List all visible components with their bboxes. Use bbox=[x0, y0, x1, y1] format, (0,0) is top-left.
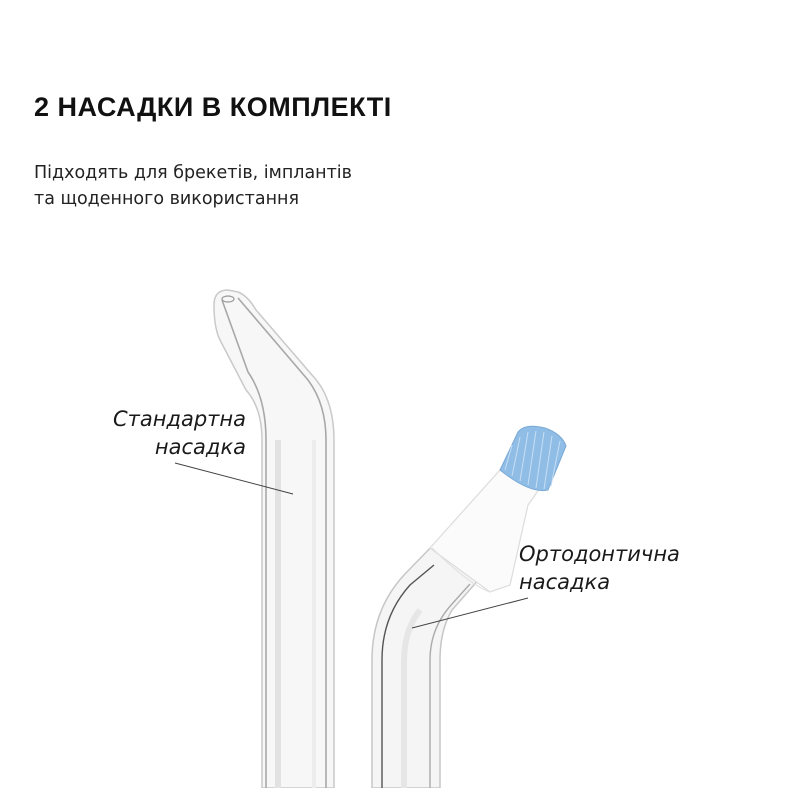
orthodontic-nozzle-label: Ортодонтична насадка bbox=[519, 540, 680, 596]
orthodontic-callout-line bbox=[411, 597, 529, 629]
orthodontic-label-line-1: Ортодонтична bbox=[519, 542, 680, 566]
subtitle-line-2: та щоденного використання bbox=[34, 189, 299, 209]
subtitle-line-1: Підходять для брекетів, імплантів bbox=[34, 163, 352, 183]
subtitle: Підходять для брекетів, імплантів та щод… bbox=[34, 160, 352, 212]
orthodontic-nozzle-image bbox=[371, 425, 567, 788]
standard-label-line-2: насадка bbox=[154, 435, 246, 459]
standard-nozzle-image bbox=[213, 289, 335, 788]
standard-callout-line bbox=[174, 462, 294, 495]
orthodontic-label-line-2: насадка bbox=[519, 570, 611, 594]
standard-label-line-1: Стандартна bbox=[112, 407, 246, 431]
page-title: 2 НАСАДКИ В КОМПЛЕКТІ bbox=[34, 92, 392, 122]
standard-nozzle-label: Стандартна насадка bbox=[113, 405, 246, 461]
